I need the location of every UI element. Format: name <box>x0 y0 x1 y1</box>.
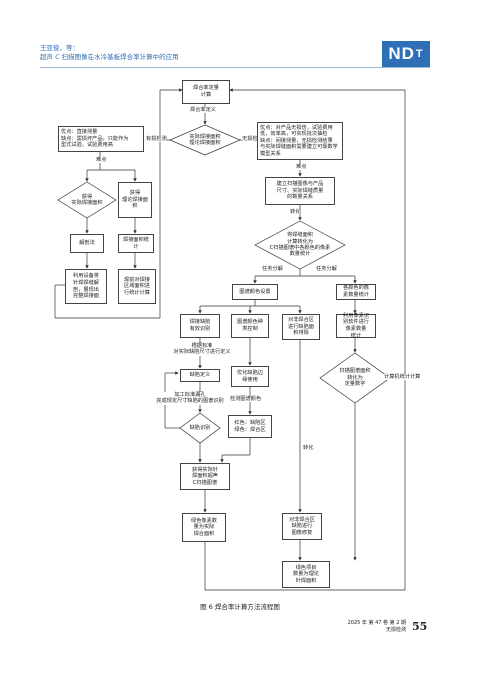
figure-caption: 图 6 焊合率计算方法流程图 <box>200 603 280 611</box>
decision-top-text: 实际焊接面积 理论焊接面积 <box>189 133 221 146</box>
anatomy-box: 解剖法 <box>70 234 104 253</box>
mark-label: 加工标准漏孔 完成规定尺寸缺陷的图谱识别 <box>140 392 240 405</box>
build-model-box: 建立扫描图像与产品 尺寸、实际焊缝质量 的数量关系 <box>265 177 335 205</box>
defect-def-box: 缺陷定义 <box>180 369 220 382</box>
std-label: 根据标准 对实际缺陷尺寸进行定义 <box>162 343 242 356</box>
left-pros-box: 优点：直接测量 缺点：需损坏产品，只能作为 型式试验，试验费用高 <box>58 126 144 152</box>
scan-decision-text: 扫描图谱面积 转化为 定量数字 <box>339 368 371 388</box>
def-label: 焊合率定义 <box>190 107 216 114</box>
task-split-right: 任务分解 <box>316 266 337 273</box>
without-ref-label: 无损检测 <box>242 136 263 143</box>
drawing-box: 焊接面积统计 <box>118 234 154 253</box>
green-px-box: 绿色像素数 量为实际 焊合面积 <box>182 513 226 542</box>
decision-diamond-top <box>169 124 241 156</box>
pixel-count-box: 各颜色的像 素数量统计 <box>336 284 376 300</box>
red-green-box: 红色：缺陷区 绿色：焊合区 <box>228 415 272 438</box>
page-number: 55 <box>412 620 428 633</box>
repair-box: 对非焊合区 缺陷进行 图像修复 <box>282 513 322 540</box>
sw-count-box: 利用像素识 别软件进行 像素数量 统计 <box>336 313 376 339</box>
theory-area-box: 获得 理论焊接面积 <box>118 182 152 218</box>
header-authors: 王亚俊，等： <box>40 44 79 52</box>
merge-label-left: 难点 <box>96 157 107 164</box>
adj-color-label: 检测图谱颜色 <box>230 396 262 403</box>
opt-color-box: 优化缺陷边 缘使用 <box>231 366 269 387</box>
defect-id-box: 焊接缺陷 有效识别 <box>180 314 220 338</box>
get-scan-box: 获得实际针 焊面积超声 C扫描图谱 <box>180 463 230 490</box>
measure-mid-box: 焊前对焊接 区域面积进 行统计计算 <box>118 269 156 304</box>
pixel-color-box: 图谱颜色设置 <box>232 284 278 300</box>
header-rule <box>40 67 430 68</box>
weld-decision-text: 获得 实际焊接面积 <box>71 193 103 206</box>
conv2-label: 转化 <box>303 445 314 452</box>
non-weld-box: 对非焊合区 进行缺陷面 积排除 <box>282 314 320 340</box>
measure-left-box: 利用设备将 针焊焊缝解 剖，展现出 完整焊接面 <box>65 269 107 304</box>
merge-label-right: 难点 <box>296 164 307 171</box>
start-box: 焊合率定量 计算 <box>182 80 230 104</box>
logo-main: ND <box>388 44 415 63</box>
conv-label: 转化 <box>290 209 301 216</box>
logo-sub: T <box>415 48 424 60</box>
conv-decision-text: 将焊缝面积 计算转化为 C扫描图谱中各颜色的像素 数量统计 <box>269 232 331 258</box>
defect-rec-text: 缺陷识别 <box>189 424 211 431</box>
journal-info: 2025 年 第 47 卷 第 2 期 无损检测 <box>347 620 406 633</box>
calc-label: 计算机统计计算 <box>384 374 421 381</box>
header-title: 超声 C 扫描图像在水冷基板焊合率计算中的应用 <box>40 53 179 61</box>
running-header: 王亚俊，等： 超声 C 扫描图像在水冷基板焊合率计算中的应用 <box>40 44 179 62</box>
task-split-left: 任务分解 <box>262 266 283 273</box>
green-item-box: 绿色项目 数量为理论 针焊面积 <box>282 561 330 588</box>
with-ref-label: 有损检测 <box>146 136 167 143</box>
color-class-box: 图谱颜色种 类控制 <box>231 314 269 338</box>
right-pros-box: 优点：对产品无损伤，试验费用 低，效率高，可实现批次抽检 缺点：间接测量，无损检… <box>257 122 343 160</box>
